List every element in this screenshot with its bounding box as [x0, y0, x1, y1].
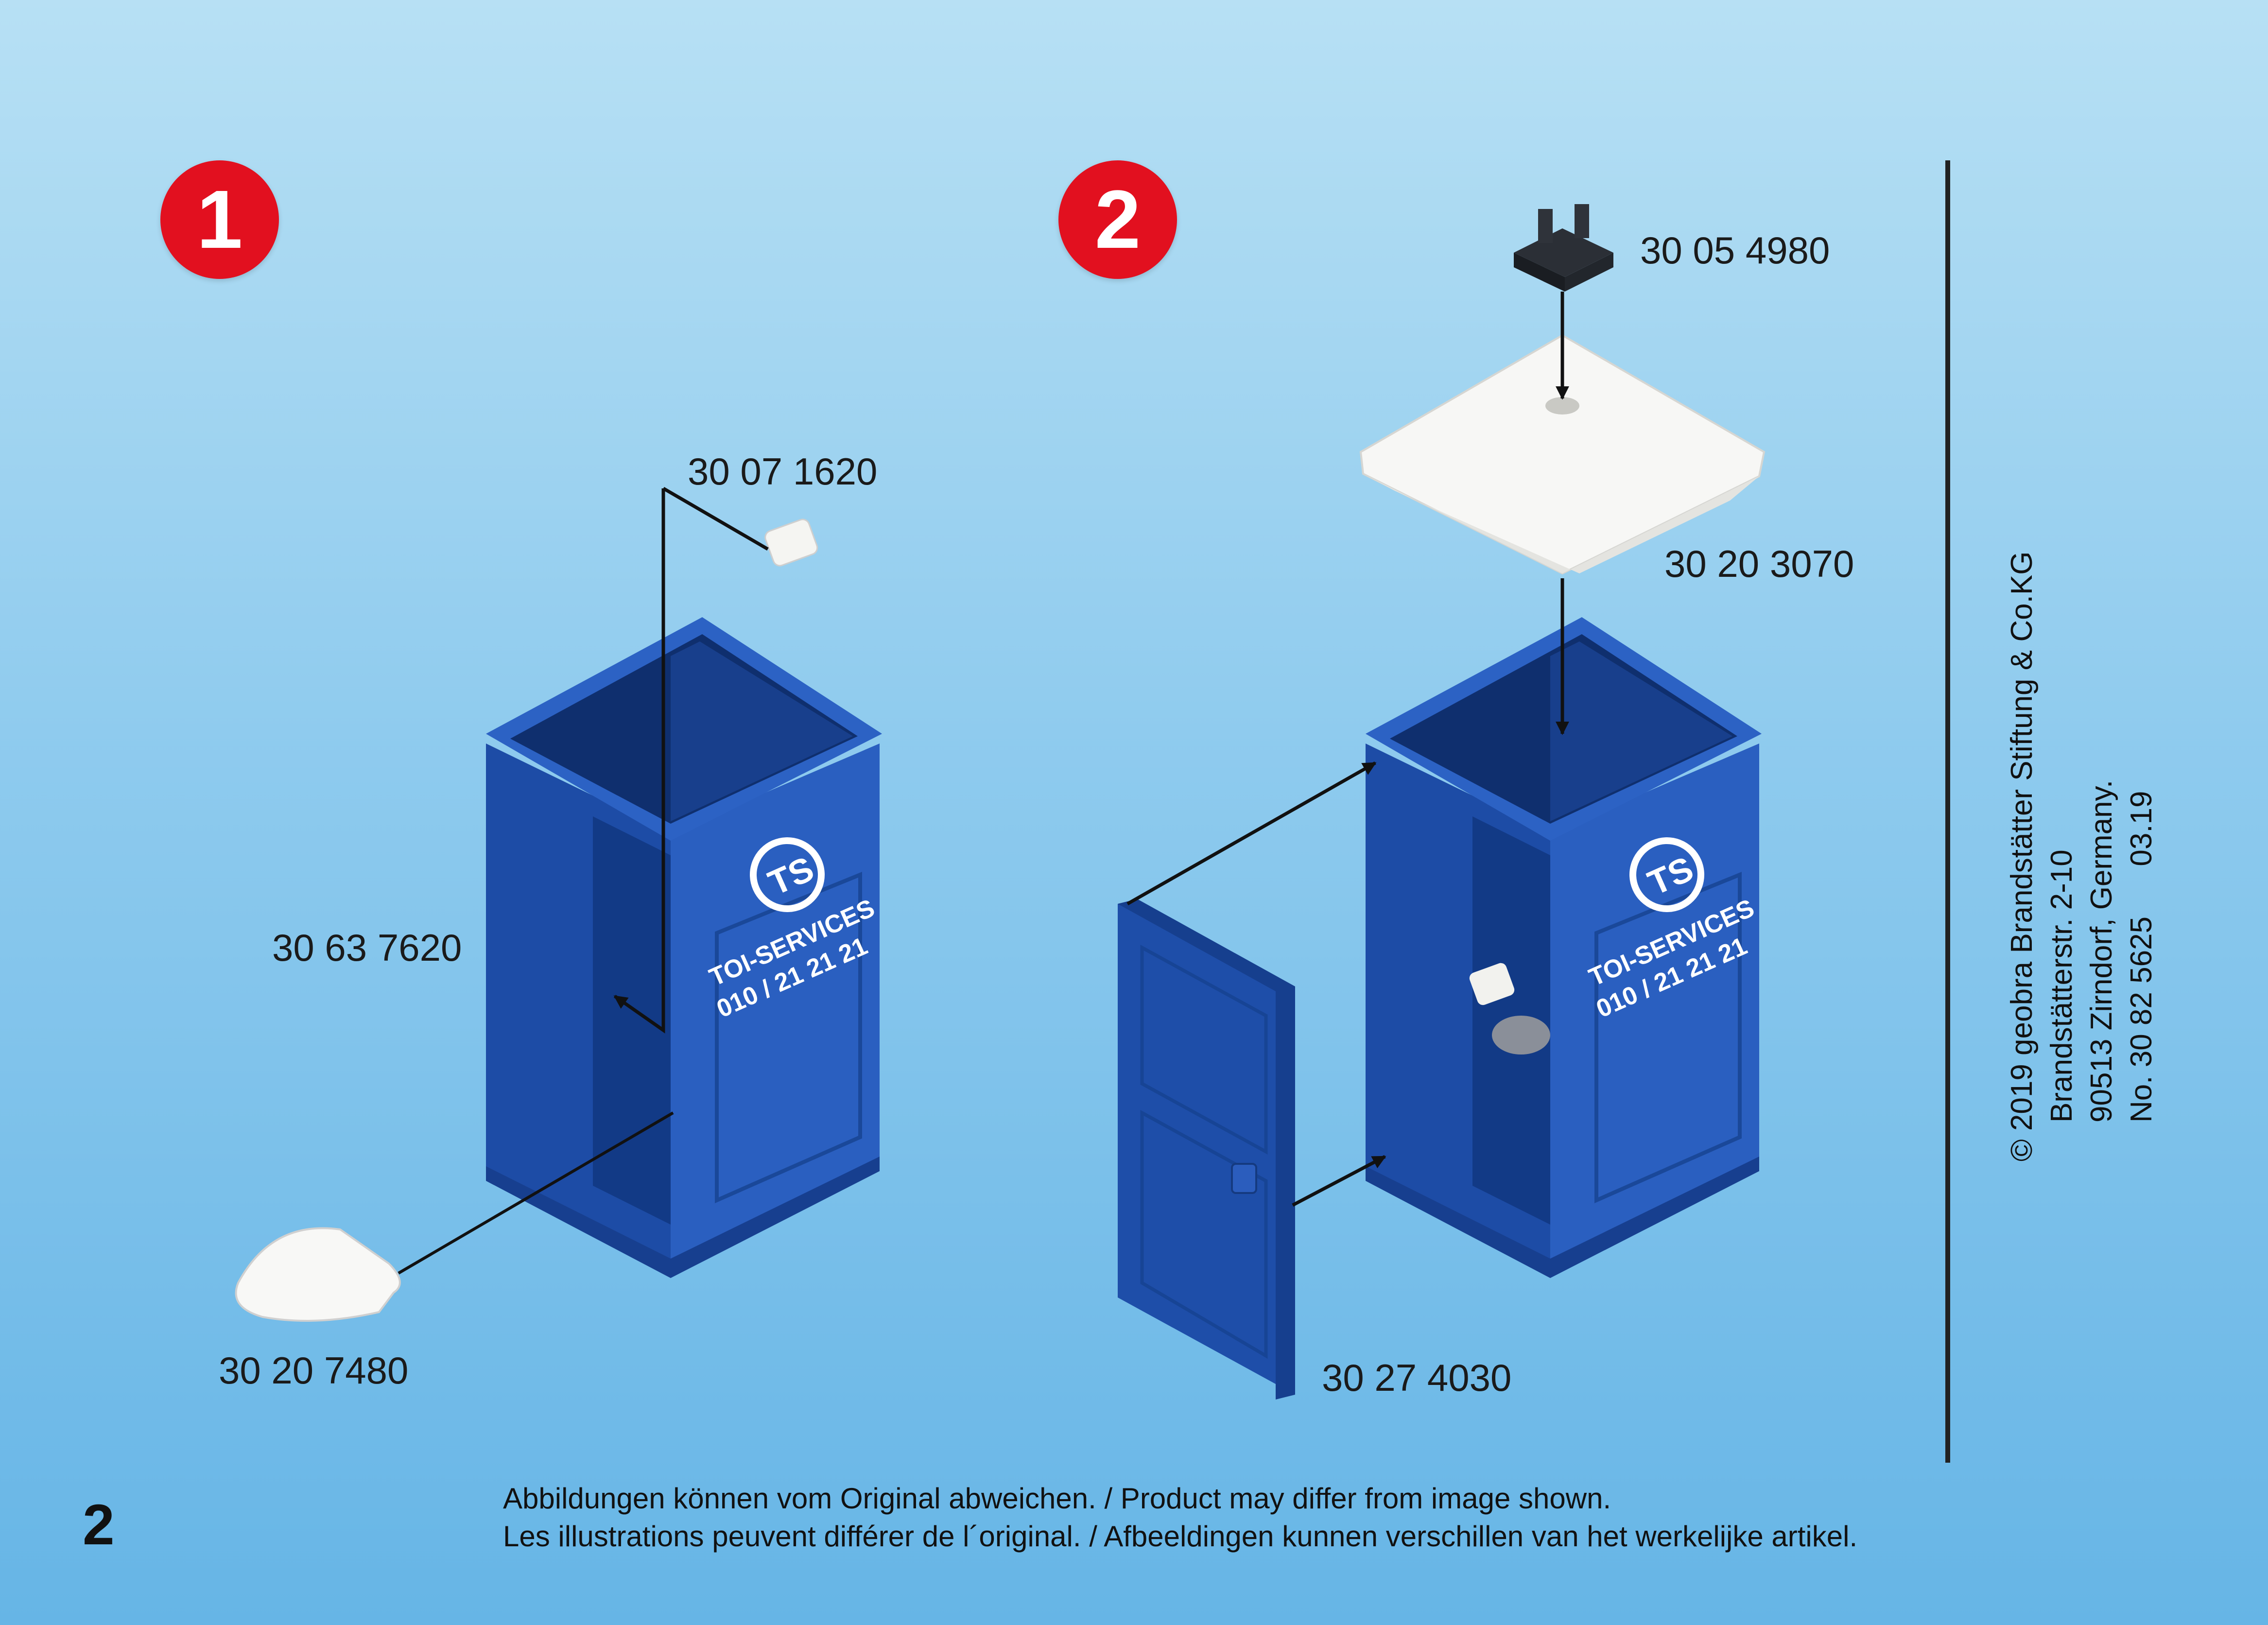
- imprint-city: 90513 Zirndorf, Germany.: [2085, 779, 2118, 1123]
- imprint-article-number: No. 30 82 5625 03.19: [2125, 791, 2158, 1123]
- part-number-door: 30 27 4030: [1322, 1356, 1512, 1399]
- toilet-seat-part: [235, 1227, 401, 1322]
- part-number-roof: 30 20 3070: [1664, 542, 1854, 585]
- step-2-badge: 2: [1058, 160, 1177, 279]
- disclaimer-line-2: Les illustrations peuvent différer de l´…: [503, 1520, 1858, 1553]
- roof-clip-part: [1514, 204, 1613, 292]
- door-part: [1118, 899, 1295, 1400]
- disclaimer-line-1: Abbildungen können vom Original abweiche…: [503, 1482, 1611, 1515]
- part-number-paper-roll: 30 07 1620: [688, 450, 878, 493]
- imprint-copyright: © 2019 geobra Brandstätter Stiftung & Co…: [2005, 551, 2039, 1161]
- imprint-block: © 2019 geobra Brandstätter Stiftung & Co…: [2002, 552, 2162, 1161]
- cabin-2: [1366, 617, 1762, 1278]
- part-number-toilet-seat: 30 20 7480: [219, 1349, 409, 1392]
- imprint-address: Brandstätterstr. 2-10: [2045, 849, 2078, 1123]
- page-number: 2: [83, 1493, 115, 1557]
- paper-roll-part: [764, 519, 818, 567]
- imprint-divider: [1945, 160, 1950, 1463]
- part-number-roof-clip: 30 05 4980: [1640, 229, 1830, 272]
- disclaimer: Abbildungen können vom Original abweiche…: [503, 1480, 1857, 1556]
- cabin-1: [486, 617, 882, 1278]
- step-1-badge: 1: [160, 160, 279, 279]
- part-number-cabin-body: 30 63 7620: [272, 926, 462, 969]
